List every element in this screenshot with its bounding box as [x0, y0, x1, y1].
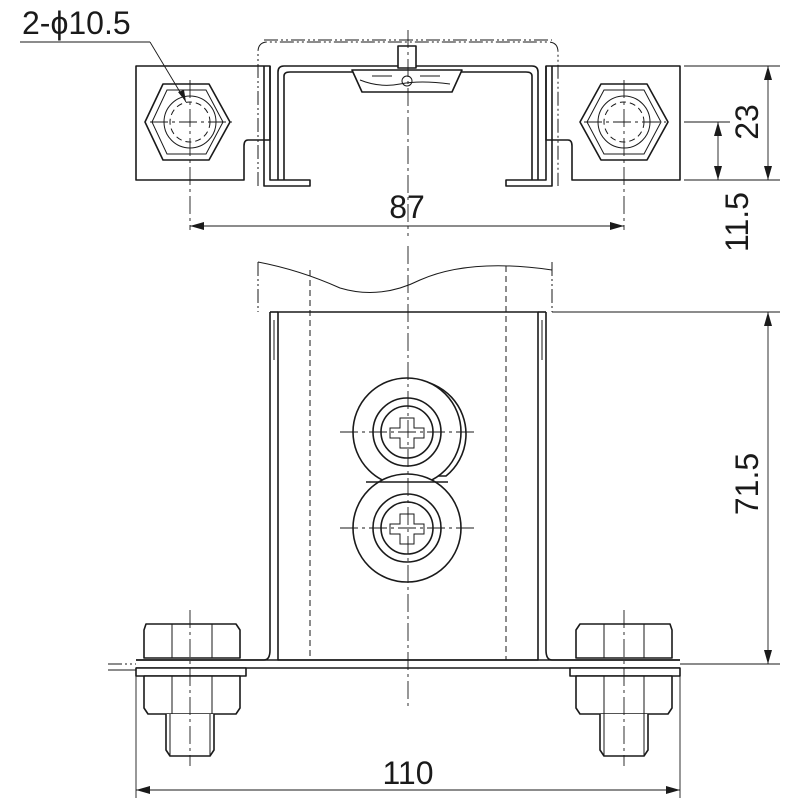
left-hex-bolt-front — [135, 623, 247, 757]
hole-callout-leader — [20, 41, 187, 103]
top-view: 2-ϕ10.5 87 23 11.5 — [20, 5, 780, 252]
top-center-lines — [150, 30, 666, 236]
dim-base-width-label: 110 — [382, 755, 433, 791]
dim-height-top-label: 23 — [729, 104, 765, 140]
dim-110-lines — [135, 672, 681, 798]
dim-hole-spacing-label: 87 — [389, 189, 425, 225]
upper-screw — [340, 377, 474, 487]
hole-callout-label: 2-ϕ10.5 — [22, 5, 131, 41]
dim-87-lines — [190, 222, 624, 230]
right-hex-bolt-front — [569, 623, 681, 757]
front-view: 71.5 110 — [108, 246, 780, 798]
front-center-lines — [189, 246, 625, 766]
top-base-plate — [135, 65, 681, 181]
dim-11-5-lines — [684, 121, 730, 180]
dim-lower-height-label: 11.5 — [719, 192, 755, 252]
lower-screw — [340, 473, 474, 583]
phantom-post — [257, 261, 553, 660]
dim-23-lines — [684, 65, 780, 181]
dim-71-5-lines — [552, 311, 780, 665]
dim-height-front-label: 71.5 — [729, 453, 765, 515]
top-clamp-nut — [351, 45, 463, 93]
